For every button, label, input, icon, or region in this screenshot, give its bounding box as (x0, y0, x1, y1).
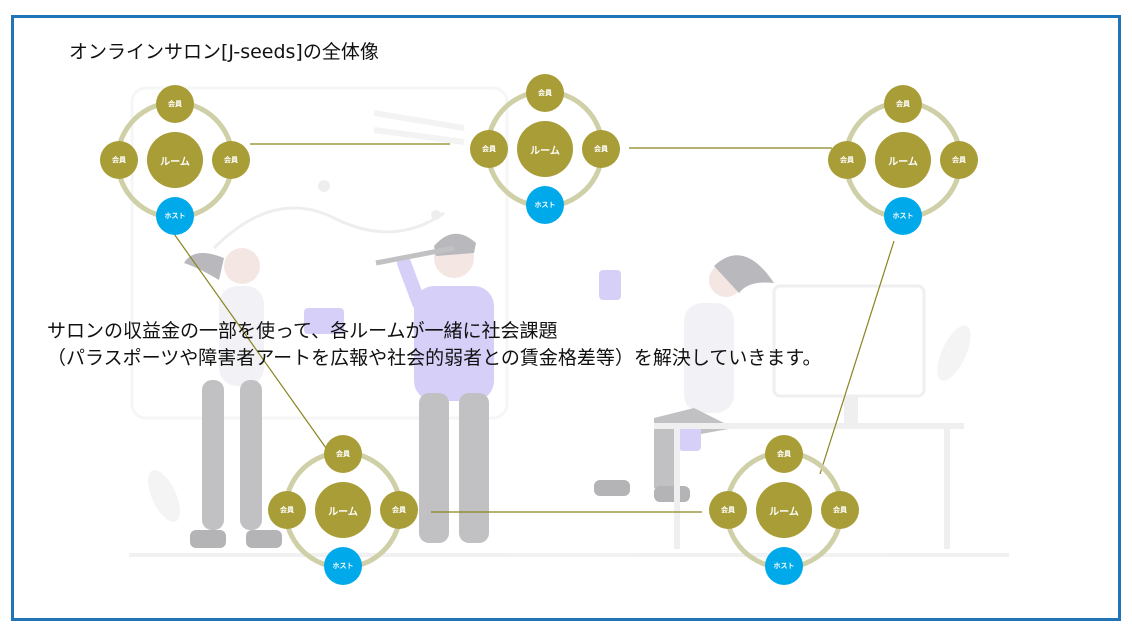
person-torso (684, 303, 734, 413)
person-leg (202, 380, 224, 530)
background-illustration (129, 86, 1009, 557)
member-node: 会員 (526, 74, 564, 112)
held-card (304, 308, 344, 334)
host-node: ホスト (765, 547, 803, 585)
room-node: ルーム (315, 482, 371, 538)
slide-frame: オンラインサロン[J-seeds]の全体像 サロンの収益金の一部を使って、各ルー… (11, 15, 1121, 621)
room-node: ルーム (756, 482, 812, 538)
held-card (679, 423, 701, 451)
person-shoe (594, 480, 630, 496)
body-line: サロンの収益金の一部を使って、各ルームが一緒に社会課題 (47, 320, 558, 342)
person-leg (240, 380, 262, 530)
plant-leaf (147, 470, 181, 522)
person-shoe (190, 530, 226, 548)
member-node: 会員 (212, 141, 250, 179)
room-cluster-1: ルーム 会員 会員 会員 ホスト (100, 85, 250, 235)
member-node: 会員 (380, 491, 418, 529)
room-node: ルーム (517, 121, 573, 177)
desk (654, 423, 964, 429)
floor-line (129, 553, 1009, 557)
desk-leg (944, 429, 950, 549)
held-card (599, 270, 621, 300)
room-cluster-4: ルーム 会員 会員 会員 ホスト (268, 435, 418, 585)
host-node: ホスト (324, 547, 362, 585)
room-cluster-5: ルーム 会員 会員 会員 ホスト (709, 435, 859, 585)
person-torso (414, 286, 494, 401)
whiteboard (130, 86, 509, 420)
desk-leg (674, 429, 680, 549)
plant-leaf (937, 325, 971, 381)
person-hair (434, 233, 476, 256)
member-node: 会員 (940, 141, 978, 179)
member-node: 会員 (156, 85, 194, 123)
monitor-stand (844, 396, 858, 426)
person-leg (459, 393, 489, 543)
person-head (434, 238, 474, 278)
room-cluster-2: ルーム 会員 会員 会員 ホスト (470, 74, 620, 224)
host-node: ホスト (156, 197, 194, 235)
member-node: 会員 (709, 491, 747, 529)
room-node: ルーム (147, 132, 203, 188)
person-leg (654, 408, 734, 488)
room-node: ルーム (875, 132, 931, 188)
member-node: 会員 (765, 435, 803, 473)
monitor (772, 284, 926, 398)
whiteboard-mark (373, 110, 465, 131)
member-node: 会員 (324, 435, 362, 473)
person-head (709, 263, 743, 297)
connector-lines (171, 143, 895, 513)
member-node: 会員 (884, 85, 922, 123)
person-torso (219, 286, 264, 386)
slide-body: サロンの収益金の一部を使って、各ルームが一緒に社会課題 （パラスポーツや障害者ア… (47, 318, 821, 372)
host-node: ホスト (884, 197, 922, 235)
person-leg (419, 393, 449, 543)
slide-title: オンラインサロン[J-seeds]の全体像 (69, 41, 379, 63)
member-node: 会員 (100, 141, 138, 179)
person-arm (397, 256, 426, 310)
body-line: （パラスポーツや障害者アートを広報や社会的弱者との賃金格差等）を解決していきます… (47, 347, 822, 369)
person-hair (714, 255, 774, 293)
person-shoe (654, 486, 690, 502)
host-node: ホスト (526, 186, 564, 224)
marker-pen (375, 245, 455, 266)
member-node: 会員 (821, 491, 859, 529)
member-node: 会員 (268, 491, 306, 529)
whiteboard-chart-line (212, 206, 445, 250)
person-shoe (246, 530, 282, 548)
connector-line (171, 230, 327, 449)
room-cluster-3: ルーム 会員 会員 会員 ホスト (828, 85, 978, 235)
whiteboard-chart-dot (431, 210, 441, 220)
member-node: 会員 (470, 130, 508, 168)
member-node: 会員 (582, 130, 620, 168)
whiteboard-mark (373, 127, 465, 145)
connector-line (819, 240, 895, 475)
person-head (224, 248, 260, 284)
member-node: 会員 (828, 141, 866, 179)
person-hair (184, 253, 224, 280)
whiteboard-chart-dot (318, 180, 330, 192)
